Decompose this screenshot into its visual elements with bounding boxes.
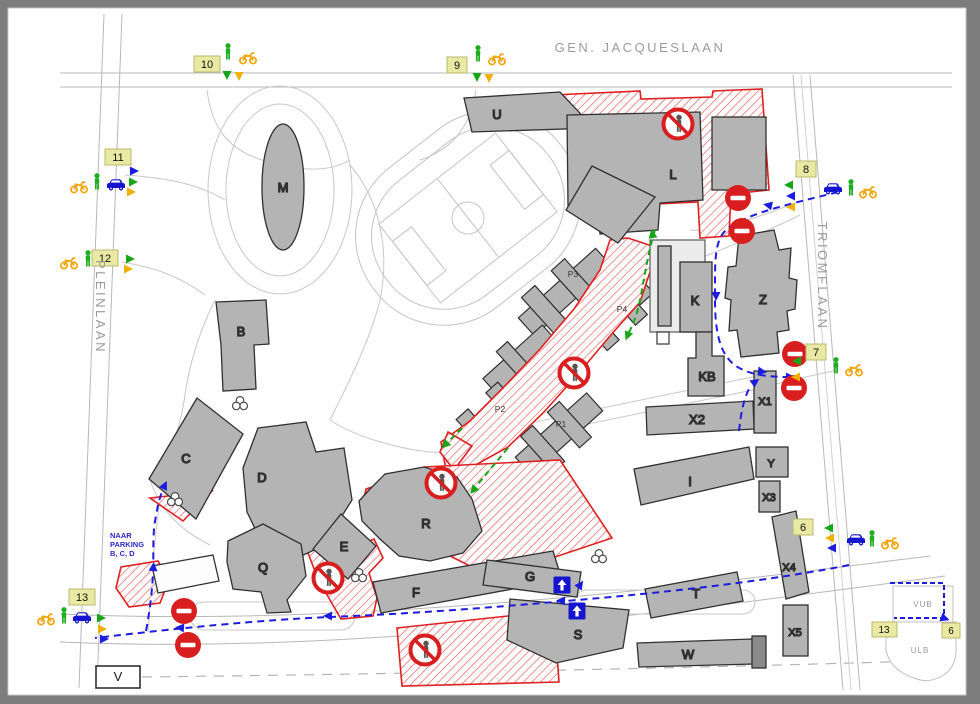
note-line: PARKING xyxy=(110,540,144,549)
note-line: NAAR xyxy=(110,531,132,540)
inset-entrance-13: 13 xyxy=(878,625,890,636)
building-X4: X4 xyxy=(771,510,810,600)
building-X5: X5 xyxy=(782,604,809,657)
building-label-X3: X3 xyxy=(762,492,775,504)
building-label-F: F xyxy=(412,585,420,600)
building-S: S xyxy=(506,598,630,664)
athletics-track xyxy=(355,110,581,326)
entrance-13: 13 xyxy=(37,588,109,644)
building-label-R: R xyxy=(421,516,430,531)
building-label-KB: KB xyxy=(698,369,715,384)
building-label-B: B xyxy=(237,324,246,339)
entrance-number: 6 xyxy=(800,522,806,534)
v-marker: V xyxy=(95,665,141,689)
street-name-left: PLEINLAAN xyxy=(93,260,108,354)
no-entry-sign xyxy=(175,632,201,658)
entrance-12: 12 xyxy=(60,249,135,274)
building-T: T xyxy=(644,571,744,619)
building-label-W: W xyxy=(682,647,695,662)
building-I: I xyxy=(633,446,755,506)
building-label-M: M xyxy=(278,180,289,195)
entrance-number: 9 xyxy=(454,60,460,72)
building-label-E: E xyxy=(340,539,349,554)
building-label-P1: P1 xyxy=(556,419,567,429)
p-building-labels: P3 P4 P2 P1 xyxy=(495,269,628,429)
building-label-S: S xyxy=(574,627,583,642)
parking-direction-sign xyxy=(568,602,586,620)
inset-vub-label: VUB xyxy=(913,600,932,609)
no-pedestrians-sign xyxy=(560,359,589,388)
entrance-number: 7 xyxy=(813,347,819,359)
building-Q: Q xyxy=(226,523,307,614)
entrance-number: 10 xyxy=(201,59,213,71)
building-K: K xyxy=(649,239,713,345)
building-label-X4: X4 xyxy=(782,562,795,574)
campus-inset: VUB ULB 13 6 xyxy=(871,582,961,682)
building-label-I: I xyxy=(688,474,692,489)
building-unlabeled-white xyxy=(151,554,220,594)
entrances: 10 9 11 12 xyxy=(37,43,899,644)
building-label-G: G xyxy=(525,569,535,584)
building-label-L: L xyxy=(669,167,676,182)
entrance-number: 13 xyxy=(76,592,88,604)
building-label-P4: P4 xyxy=(617,304,628,314)
no-entry-sign xyxy=(725,185,751,211)
pedestrian-route-green xyxy=(449,229,656,485)
no-pedestrians-sign xyxy=(314,564,343,593)
building-KB: KB xyxy=(687,331,725,397)
inset-route xyxy=(890,582,945,619)
building-label-U: U xyxy=(492,107,501,122)
naar-parking-note: NAAR PARKING B, C, D xyxy=(110,531,144,558)
parking-direction-sign xyxy=(553,576,571,594)
building-label-Z: Z xyxy=(759,292,767,307)
inset-ulb-label: ULB xyxy=(911,646,930,655)
building-label-Y: Y xyxy=(767,458,775,470)
building-X1: X1 xyxy=(753,370,777,434)
building-label-P2: P2 xyxy=(495,404,506,414)
entrance-11: 11 xyxy=(70,148,139,197)
building-X2: X2 xyxy=(645,400,755,436)
building-label-P3: P3 xyxy=(568,269,579,279)
building-label-X1: X1 xyxy=(758,396,771,408)
note-line: B, C, D xyxy=(110,549,135,558)
building-X3: X3 xyxy=(758,480,781,513)
building-W: W xyxy=(636,635,767,669)
entrance-number: 11 xyxy=(112,152,123,164)
building-label-K: K xyxy=(691,293,700,308)
building-label-D: D xyxy=(257,470,266,485)
building-B: B xyxy=(215,299,270,392)
building-label-C: C xyxy=(181,451,190,466)
street-name-top: GEN. JACQUESLAAN xyxy=(555,40,726,55)
no-entry-sign xyxy=(782,341,808,367)
building-label-V: V xyxy=(114,669,123,684)
building-L: L xyxy=(565,111,767,244)
building-label-X5: X5 xyxy=(788,627,801,639)
building-Y: Y xyxy=(755,446,789,478)
no-pedestrians-sign xyxy=(411,636,440,665)
building-label-X2: X2 xyxy=(689,412,705,427)
building-E: E xyxy=(312,513,377,580)
building-label-T: T xyxy=(692,586,700,601)
inset-entrance-6: 6 xyxy=(948,626,954,637)
no-pedestrians-sign xyxy=(664,110,693,139)
building-label-Q: Q xyxy=(258,560,268,575)
entrance-9: 9 xyxy=(446,45,506,83)
entrance-6: 6 xyxy=(792,518,899,553)
campus-boundary-line xyxy=(141,659,953,678)
building-C: C xyxy=(148,397,244,521)
no-entry-sign xyxy=(171,598,197,624)
entrance-8: 8 xyxy=(784,160,877,212)
entrance-number: 8 xyxy=(803,164,809,176)
buildings: U L M B C D Q E xyxy=(148,91,810,669)
no-pedestrians-sign xyxy=(427,469,456,498)
street-name-right: TRIOMFLAAN xyxy=(815,222,830,331)
entrance-number: 12 xyxy=(99,253,111,265)
building-Z: Z xyxy=(724,229,798,358)
entrance-7: 7 xyxy=(791,343,863,382)
no-entry-sign xyxy=(729,218,755,244)
entrance-10: 10 xyxy=(193,43,257,81)
building-M: M xyxy=(261,123,305,251)
no-entry-sign xyxy=(781,375,807,401)
